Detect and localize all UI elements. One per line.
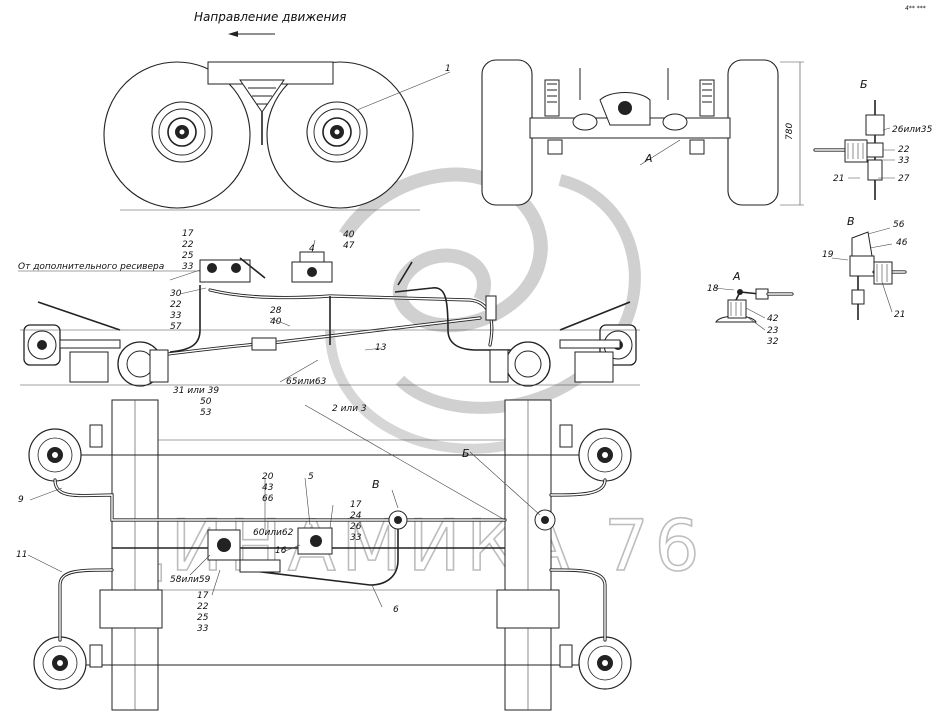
plan-callout-20: 20 — [262, 472, 274, 482]
side-callout-40b: 40 — [270, 317, 282, 327]
side-callout-30: 30 — [170, 289, 182, 299]
plan-callout-2-3: 2 или 3 — [332, 404, 367, 414]
view-b-callout-1: 26или35 — [892, 125, 933, 135]
view-v-callout-4: 21 — [894, 310, 905, 320]
plan-callout-16: 16 — [275, 546, 287, 556]
side-callout-47: 47 — [343, 241, 355, 251]
plan-callout-60-62: 60или62 — [253, 528, 294, 538]
plan-callout-43: 43 — [262, 483, 274, 493]
side-elevation-wheels — [103, 61, 451, 211]
side-callout-13: 13 — [375, 343, 387, 353]
side-callout-22b: 22 — [170, 300, 182, 310]
plan-callout-b: Б — [462, 447, 470, 460]
plan-callout-11: 11 — [16, 550, 27, 560]
direction-label: Направление движения — [194, 10, 346, 24]
view-b-callout-4: 27 — [898, 174, 910, 184]
side-callout-22a: 22 — [182, 240, 194, 250]
plan-callout-6: 6 — [393, 605, 399, 615]
dimension-height: 780 — [785, 123, 795, 140]
view-a-fitting — [713, 287, 794, 331]
corner-mark: 4** *** — [905, 5, 926, 12]
watermark-swirl-icon — [325, 167, 641, 454]
view-v-letter: В — [847, 215, 855, 228]
side-callout-53: 53 — [200, 408, 212, 418]
receiver-label: От дополнительного ресивера — [18, 262, 164, 272]
plan-callout-5: 5 — [308, 472, 314, 482]
side-callout-65-63: 65или63 — [286, 377, 327, 387]
view-v-callout-1: 56 — [893, 220, 905, 230]
side-callout-25: 25 — [182, 251, 194, 261]
plan-callout-22: 22 — [197, 602, 209, 612]
view-a-callout-2: 42 — [767, 314, 779, 324]
plan-callout-9: 9 — [18, 495, 24, 505]
side-callout-17: 17 — [182, 229, 194, 239]
view-b-letter: Б — [860, 78, 868, 91]
side-view-brake-system — [18, 239, 640, 387]
plan-callout-25: 25 — [197, 613, 209, 623]
plan-callout-33b: 33 — [197, 624, 209, 634]
side-callout-33b: 33 — [170, 311, 182, 321]
view-b-callout-2: 22 — [898, 145, 910, 155]
spring-icon — [239, 79, 285, 145]
view-b-fitting — [813, 100, 895, 200]
view-a-letter: А — [732, 270, 741, 283]
view-a-callout-1: 18 — [707, 284, 719, 294]
side-callout-33a: 33 — [182, 262, 194, 272]
plan-callout-17a: 17 — [350, 500, 362, 510]
direction-arrow-icon — [228, 31, 275, 37]
plan-callout-26: 26 — [350, 522, 362, 532]
plan-callout-66: 66 — [262, 494, 274, 504]
plan-callout-v: В — [372, 478, 380, 491]
side-callout-28: 28 — [270, 306, 282, 316]
side-callout-57: 57 — [170, 322, 182, 332]
top-callout-1: 1 — [445, 64, 451, 74]
rear-callout-a: А — [644, 152, 653, 165]
view-v-callout-2: 46 — [896, 238, 908, 248]
view-a-callout-4: 32 — [767, 337, 779, 347]
side-callout-50: 50 — [200, 397, 212, 407]
side-callout-4: 4 — [309, 244, 315, 254]
view-v-callout-3: 19 — [822, 250, 834, 260]
rear-view-axle — [481, 59, 804, 206]
view-b-callout-5: 21 — [833, 174, 844, 184]
plan-callout-17b: 17 — [197, 591, 209, 601]
plan-callout-33a: 33 — [350, 533, 362, 543]
plan-callout-24: 24 — [350, 511, 362, 521]
plan-callout-58-59: 58или59 — [170, 575, 211, 585]
side-callout-31-39: 31 или 39 — [173, 386, 219, 396]
plan-view-chassis — [27, 399, 632, 711]
side-callout-40a: 40 — [343, 230, 355, 240]
view-v-valve — [831, 227, 907, 320]
view-a-callout-3: 23 — [767, 326, 779, 336]
view-b-callout-3: 33 — [898, 156, 910, 166]
